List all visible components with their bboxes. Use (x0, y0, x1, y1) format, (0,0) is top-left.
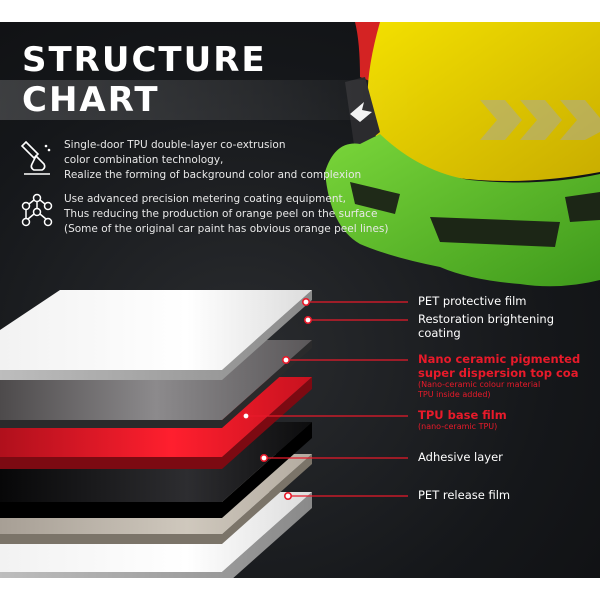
page-title-line-2: CHART (22, 80, 160, 120)
chevron-stripe-2 (520, 100, 562, 140)
layer-2-title-line-2: super dispersion top coa (418, 366, 579, 380)
layer-edge-pet-protective-film (0, 290, 312, 380)
layer-edge-nano-ceramic-topcoat (0, 377, 312, 469)
feature-2-line-2: Thus reducing the production of orange p… (64, 208, 378, 220)
car-intake-right (565, 192, 600, 222)
car-illustration (325, 22, 600, 287)
product-panel: STRUCTURE CHART Single-door TPU double-l… (0, 22, 600, 578)
layer-label-restoration-coating: Restoration brightening coating (418, 312, 554, 340)
pointer-dot-restoration-coating (303, 315, 312, 324)
chevron-stripe-1 (480, 100, 522, 140)
pointer-dot-adhesive-layer (259, 454, 268, 463)
feature-1-line-2: color combination technology, (64, 154, 224, 166)
molecule-icon (21, 193, 53, 227)
feature-1-line-1: Single-door TPU double-layer co-extrusio… (64, 139, 286, 151)
page-title-line-1: STRUCTURE (22, 40, 267, 80)
car-bumper-green (325, 134, 600, 287)
layer-2-title: Nano ceramic pigmented (418, 352, 581, 366)
layer-5-title: PET release film (418, 488, 511, 502)
layer-label-pet-protective-film: PET protective film (418, 294, 526, 308)
layer-0-title: PET protective film (418, 294, 527, 308)
car-intake-center (430, 217, 560, 247)
title-highlight-band (0, 80, 430, 120)
spray-gun-icon (20, 140, 51, 175)
pointer-dot-pet-release-film (283, 492, 292, 501)
layer-slab-pet-protective-film (0, 290, 312, 370)
pointer-dot-nano-ceramic-topcoat (281, 356, 290, 365)
layer-2-subtitle: (Nano-ceramic colour material (418, 380, 541, 389)
layer-label-adhesive-layer: Adhesive layer (418, 450, 503, 464)
layer-3-title: TPU base film (418, 408, 507, 422)
layer-4-title: Adhesive layer (418, 450, 503, 464)
feature-2-line-1: Use advanced precision metering coating … (64, 193, 346, 205)
layer-edge-adhesive-layer (0, 454, 312, 544)
layer-label-pet-release-film: PET release film (418, 488, 510, 502)
layer-2-subtitle-line-2: TPU inside added) (418, 390, 491, 399)
feature-item-metering-coating: Use advanced precision metering coating … (20, 192, 420, 242)
layer-label-tpu-base-film: TPU base film (nano-ceramic TPU) (418, 408, 507, 432)
layer-1-title-line-2: coating (418, 326, 461, 340)
pointer-dot-pet-protective-film (301, 297, 310, 306)
headlight-arrow-icon (350, 102, 372, 122)
feature-2-line-3: (Some of the original car paint has obvi… (64, 223, 389, 235)
feature-item-co-extrusion: Single-door TPU double-layer co-extrusio… (20, 138, 420, 188)
feature-1-line-3: Realize the forming of background color … (64, 169, 362, 181)
layer-stack-diagram (0, 290, 408, 578)
layer-3-subtitle: (nano-ceramic TPU) (418, 422, 498, 431)
pointer-dot-tpu-base-film (242, 412, 251, 421)
car-intake-left (350, 182, 400, 214)
layer-label-nano-ceramic-topcoat: Nano ceramic pigmented super dispersion … (418, 352, 580, 400)
layer-1-title: Restoration brightening (418, 312, 555, 326)
chevron-stripe-3 (560, 100, 600, 140)
layer-edge-tpu-base-film (0, 422, 312, 518)
